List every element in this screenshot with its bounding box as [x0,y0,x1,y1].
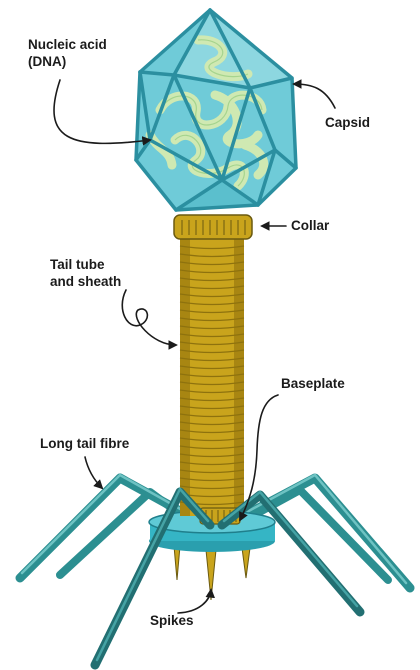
collar [174,215,252,239]
label-tail-tube-and-sheath: Tail tube and sheath [50,256,121,290]
label-capsid: Capsid [325,114,370,131]
label-spikes: Spikes [150,612,194,629]
label-nucleic-acid-line2: (DNA) [28,53,107,70]
label-tail-tube-line1: Tail tube [50,256,121,273]
capsid [136,10,296,210]
leader-capsid [294,84,335,108]
label-collar: Collar [291,217,329,234]
label-nucleic-acid: Nucleic acid (DNA) [28,36,107,70]
leader-spikes [178,590,211,613]
spikes [174,546,250,600]
label-nucleic-acid-line1: Nucleic acid [28,36,107,53]
spike-3 [242,548,250,578]
label-baseplate: Baseplate [281,375,345,392]
label-tail-tube-line2: and sheath [50,273,121,290]
label-long-tail-fibre: Long tail fibre [40,435,129,452]
tail-sheath [180,236,244,516]
spike-1 [174,546,180,580]
leader-tail-tube [122,290,176,345]
leader-long-tail-fibre [85,457,102,488]
